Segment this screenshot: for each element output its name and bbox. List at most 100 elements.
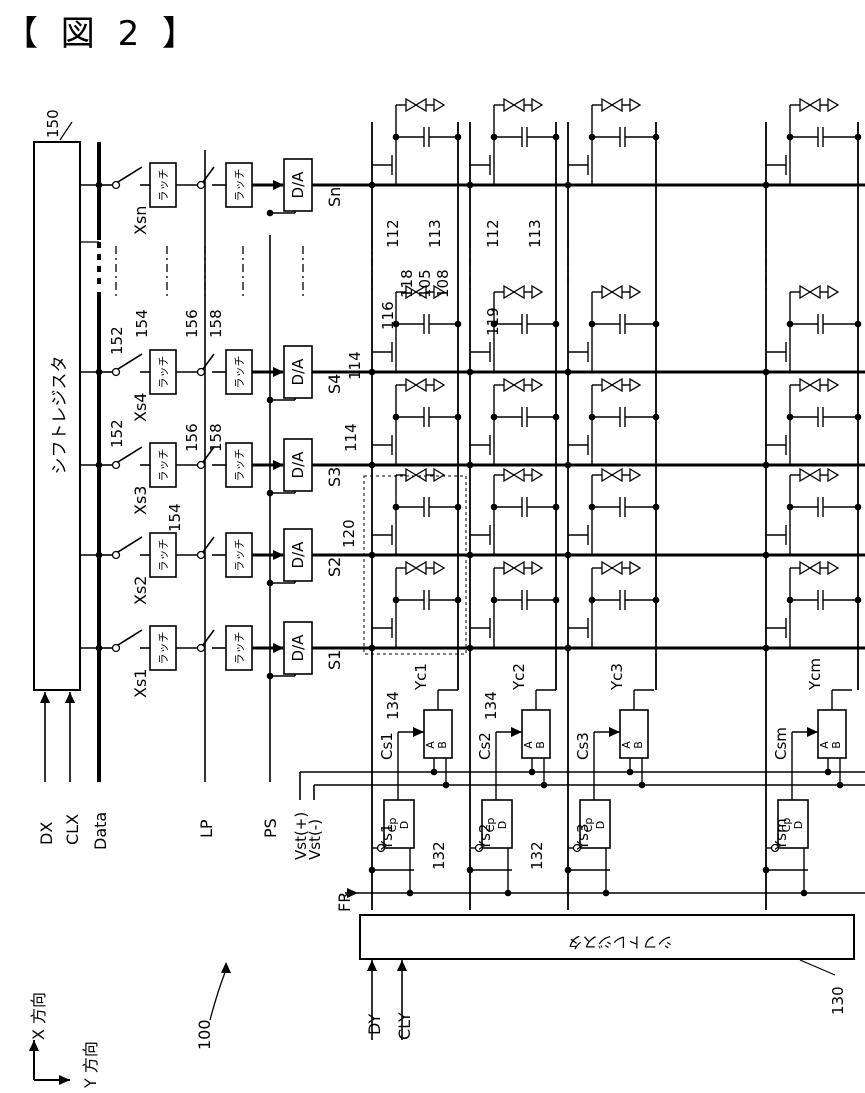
ref-156: 156 (183, 309, 201, 338)
dx-label: DX (37, 822, 56, 845)
liquid-crystal-symbol (810, 286, 820, 298)
pixel-node-dot (369, 182, 376, 189)
pixel-node-dot (369, 552, 376, 559)
selector-box (424, 710, 452, 758)
lc-common-symbol (630, 562, 640, 574)
latch-1-label: ラッチ (157, 539, 170, 572)
ref-134b: 134 (482, 691, 500, 720)
pixel-electrode-dot (787, 134, 794, 141)
liquid-crystal-symbol (800, 286, 810, 298)
liquid-crystal-symbol (612, 562, 622, 574)
cap-line-dot (553, 504, 560, 511)
liquid-crystal-symbol (504, 379, 514, 391)
pixel-node-dot (565, 369, 572, 376)
sampling-switch-contact (113, 645, 120, 652)
pixel-electrode-dot (393, 134, 400, 141)
lc-common-symbol (532, 562, 542, 574)
pixel-electrode-dot (491, 134, 498, 141)
cap-line-dot (855, 321, 862, 328)
lc-common-symbol (630, 469, 640, 481)
pixel-node-dot (369, 462, 376, 469)
sampling-switch-blade (118, 537, 142, 552)
dac-input-arrow (273, 643, 284, 653)
vst-minus-label: Vst(-) (306, 819, 324, 860)
ref-112b: 112 (484, 219, 502, 248)
bus-tap-dot (96, 369, 103, 376)
pixel-electrode-dot (787, 597, 794, 604)
ref-116: 116 (379, 301, 397, 330)
yc-label: Ycm (806, 658, 824, 691)
liquid-crystal-symbol (800, 469, 810, 481)
dac-output-label: S2 (325, 557, 344, 577)
dac-output-label: S1 (325, 650, 344, 670)
cs-arrow (807, 727, 818, 737)
pixel-electrode-dot (491, 597, 498, 604)
ff-d-label: D (398, 821, 411, 829)
bus-tap-dot (96, 462, 103, 469)
x-shift-register-label: シフトレジスタ (50, 356, 70, 475)
pixel-electrode-dot (589, 414, 596, 421)
sampling-switch-contact (113, 369, 120, 376)
lc-common-symbol (828, 99, 838, 111)
ff-d-label: D (594, 821, 607, 829)
liquid-crystal-symbol (602, 562, 612, 574)
cly-label: CLY (395, 1012, 414, 1040)
lc-common-symbol (828, 379, 838, 391)
bus-tap-dot (96, 645, 103, 652)
lc-common-symbol (434, 562, 444, 574)
sampling-switch-contact (113, 182, 120, 189)
liquid-crystal-symbol (800, 99, 810, 111)
pixel-node-dot (369, 369, 376, 376)
lc-common-symbol (532, 379, 542, 391)
sel-b-label: B (534, 741, 547, 749)
ref-152b: 152 (108, 419, 126, 448)
fr-tap-dot (505, 890, 512, 897)
ps-tap-dot (267, 397, 274, 404)
axis-y-label: Y 方向 (81, 1041, 100, 1089)
sel-b-label: B (830, 741, 843, 749)
vst-tap-dot (541, 782, 548, 789)
cap-line-dot (553, 134, 560, 141)
dac-label: D/A (289, 634, 307, 662)
latch-1-label: ラッチ (157, 356, 170, 389)
cap-line-dot (653, 321, 660, 328)
x-switch-label: Xs4 (131, 393, 150, 422)
pixel-node-dot (763, 369, 770, 376)
ps-tap-dot (267, 580, 274, 587)
scan-tap-dot (369, 867, 376, 874)
cap-line-dot (855, 504, 862, 511)
yc-label: Yc2 (510, 663, 528, 691)
clx-label: CLX (63, 814, 82, 845)
pixel-node-dot (565, 462, 572, 469)
ref-134a: 134 (384, 691, 402, 720)
cap-line-dot (455, 321, 462, 328)
vst-tap-dot (837, 782, 844, 789)
cap-line-dot (653, 134, 660, 141)
cs-label: Csm (772, 727, 790, 760)
dac-input-arrow (273, 180, 284, 190)
cs-label: Cs3 (574, 732, 592, 760)
liquid-crystal-symbol (602, 99, 612, 111)
ps-tap-dot (267, 210, 274, 217)
liquid-crystal-symbol (514, 379, 524, 391)
pixel-node-dot (467, 462, 474, 469)
selector-box (522, 710, 550, 758)
liquid-crystal-symbol (416, 469, 426, 481)
ref-158b: 158 (207, 423, 225, 452)
selector-box (818, 710, 846, 758)
ref-154: 154 (133, 309, 151, 338)
liquid-crystal-symbol (514, 562, 524, 574)
latch-2-label: ラッチ (233, 449, 246, 482)
sampling-switch-contact (113, 462, 120, 469)
liquid-crystal-symbol (406, 562, 416, 574)
lc-common-symbol (630, 286, 640, 298)
ps-label: PS (261, 818, 280, 838)
lp-label: LP (197, 819, 216, 838)
cap-line-dot (653, 414, 660, 421)
ps-tap-dot (267, 673, 274, 680)
pixel-electrode-dot (589, 134, 596, 141)
dx-arrow (40, 692, 50, 703)
ref-156b: 156 (183, 423, 201, 452)
x-switch-label: Xs3 (131, 486, 150, 515)
ref-150-label: 150 (44, 109, 62, 138)
